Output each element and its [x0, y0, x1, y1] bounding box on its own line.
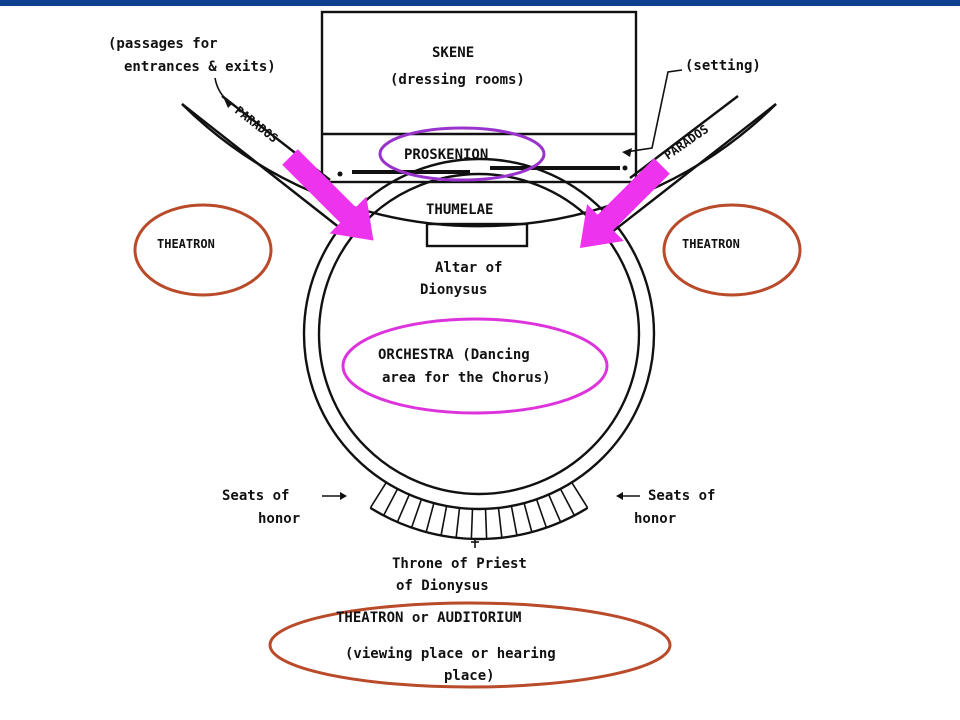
setting-dot-right — [622, 165, 628, 171]
seats-right-label-line1: Seats of — [648, 488, 715, 504]
seats-left-pointer-head-icon — [340, 492, 347, 500]
thumelae-label: THUMELAE — [426, 202, 493, 218]
setting-pointer-head-icon — [622, 148, 632, 157]
throne-label-line1: Throne of Priest — [392, 556, 527, 572]
auditorium-label-line3: place) — [444, 668, 495, 684]
seat-divider — [535, 499, 548, 528]
parados-right-edge-inner — [629, 95, 739, 179]
theatron-left-highlight — [133, 203, 273, 297]
seats-outer-arc — [369, 506, 589, 541]
altar-label-line1: Altar of — [435, 260, 502, 276]
seat-divider — [510, 505, 518, 536]
parados-right-edge-outer — [611, 103, 777, 233]
seat-divider — [484, 508, 488, 539]
theatron-left-label: THEATRON — [157, 237, 215, 251]
throne-label-line2: of Dionysus — [396, 578, 489, 594]
seat-divider — [547, 494, 562, 523]
skene-building — [320, 10, 638, 184]
orchestra-label-line2: area for the Chorus) — [382, 370, 551, 386]
skene-sub-label: (dressing rooms) — [390, 72, 525, 88]
orchestra-outer-ring — [302, 157, 656, 511]
seat-divider — [440, 505, 448, 536]
passages-pointer-icon — [214, 77, 233, 105]
top-bar — [0, 0, 960, 6]
parados-left-edge-outer — [181, 103, 346, 233]
entrance-arrow-left-icon — [282, 149, 374, 241]
seat-divider — [425, 502, 435, 533]
seats-right-pointer-head-icon — [616, 492, 623, 500]
auditorium-highlight — [268, 601, 672, 689]
seat-divider — [382, 488, 399, 516]
auditorium-label-line2: (viewing place or hearing — [345, 646, 556, 662]
parados-right-label: PARADOS — [662, 122, 711, 162]
seat-divider — [396, 494, 411, 523]
seats-left-label-line2: honor — [258, 511, 300, 527]
seats-of-honor-ring — [369, 481, 589, 541]
passages-label-line2: entrances & exits) — [124, 59, 276, 75]
thumelae-altar — [425, 222, 529, 248]
theatron-right-highlight — [662, 203, 802, 297]
setting-dot-left — [337, 171, 343, 177]
theatron-right-label: THEATRON — [682, 237, 740, 251]
altar-label-line2: Dionysus — [420, 282, 487, 298]
seats-right-label-line2: honor — [634, 511, 676, 527]
setting-label: (setting) — [685, 58, 761, 74]
setting-pointer-icon — [625, 69, 683, 153]
seat-divider — [497, 507, 503, 538]
proskenion-label: PROSKENION — [404, 147, 488, 163]
skene-label: SKENE — [432, 45, 474, 61]
proskenion-highlight — [378, 126, 546, 182]
orchestra-highlight — [341, 317, 609, 415]
seats-left-label-line1: Seats of — [222, 488, 289, 504]
seat-divider — [571, 481, 589, 509]
seat-divider — [470, 508, 474, 539]
entrance-arrow-right-icon — [579, 158, 670, 249]
seat-divider — [455, 507, 461, 538]
seat-divider — [559, 488, 576, 516]
passages-label-line1: (passages for — [108, 36, 218, 52]
seat-divider — [369, 481, 387, 509]
seat-divider — [523, 502, 533, 533]
orchestra-label-line1: ORCHESTRA (Dancing — [378, 347, 530, 363]
seat-divider — [410, 499, 423, 528]
parados-left-label: PARADOS — [232, 103, 280, 145]
auditorium-label-line1: THEATRON or AUDITORIUM — [336, 610, 521, 626]
passages-pointer-head-icon — [224, 99, 232, 108]
orchestra-inner-ring — [317, 172, 641, 496]
